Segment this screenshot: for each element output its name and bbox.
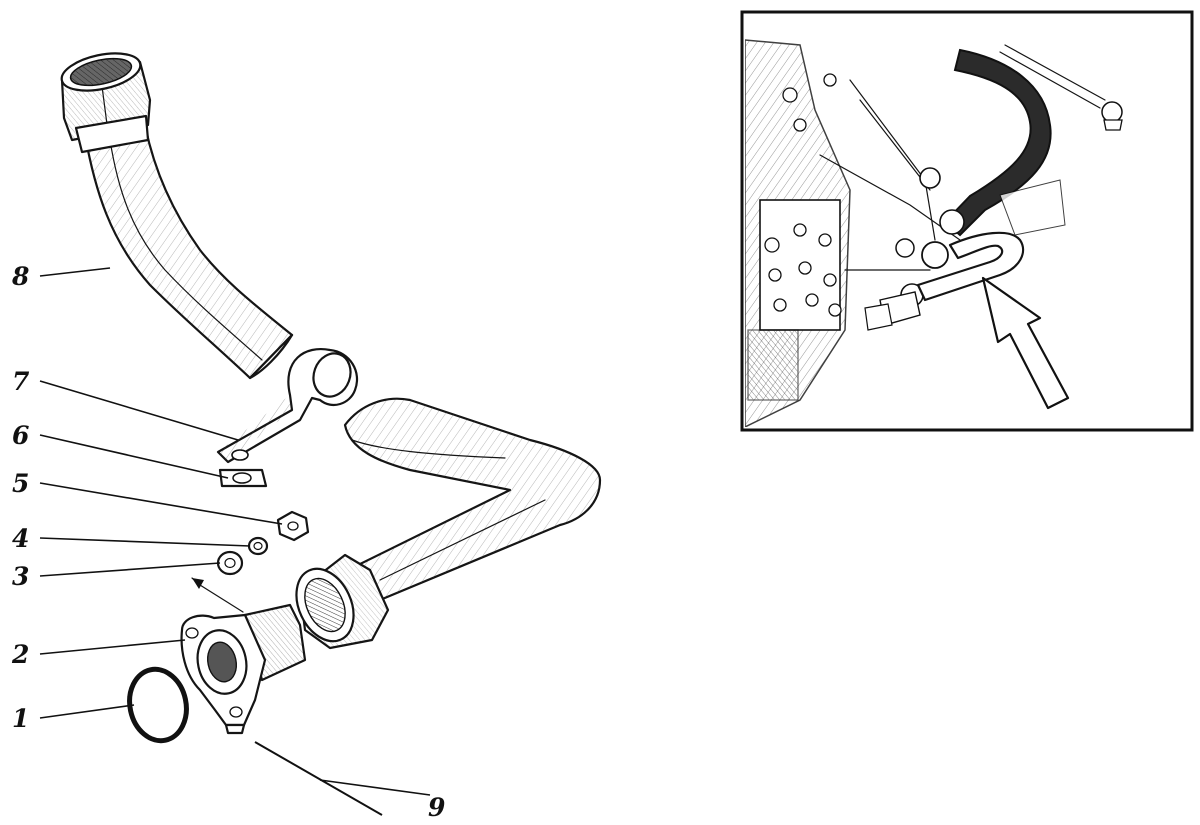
assembly-direction-arrow [191, 577, 244, 613]
callout-labels: 8 7 6 5 4 3 2 1 9 [11, 262, 445, 822]
arrow-pointer-icon [981, 276, 1070, 410]
callout-7: 7 [12, 367, 30, 396]
part-3-washer [216, 550, 244, 576]
part-7-clamp [216, 348, 358, 464]
callout-5: 5 [12, 469, 29, 498]
leader-lines [39, 267, 431, 796]
callout-6: 6 [12, 421, 29, 450]
part-8-upper-pipe [60, 52, 294, 380]
part-9-pin [254, 741, 383, 816]
callout-9: 9 [428, 793, 445, 822]
callout-1: 1 [12, 704, 29, 733]
part-4-lock-washer [247, 536, 269, 556]
callout-4: 4 [12, 524, 29, 553]
part-1-o-ring [127, 666, 189, 744]
callout-8: 8 [11, 262, 29, 291]
callout-3: 3 [12, 562, 29, 591]
location-inset [740, 10, 1194, 432]
lower-pipe [295, 397, 602, 650]
part-5-nut [276, 510, 310, 542]
part-6-plate [218, 468, 268, 488]
part-2-flange-fitting [180, 603, 307, 735]
callout-2: 2 [11, 640, 29, 669]
